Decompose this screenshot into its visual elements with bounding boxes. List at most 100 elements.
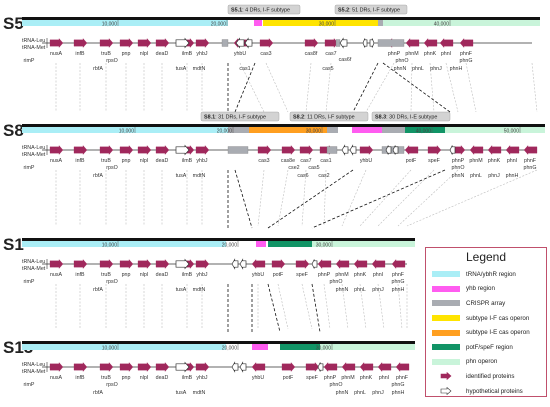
gene-label: phnF — [392, 272, 405, 278]
track-label-s1: S1 — [3, 235, 24, 254]
legend-swatch — [432, 300, 460, 307]
gene-label: rpsO — [106, 58, 117, 64]
gene-label: cas1 — [239, 66, 250, 72]
connector-line — [341, 283, 349, 330]
gene-label: phnL — [470, 173, 482, 179]
ruler-bar — [22, 124, 545, 127]
legend-item: phn operon — [426, 355, 546, 370]
gene-label: tusA — [176, 287, 187, 293]
legend-item: CRISPR array — [426, 296, 546, 311]
connector-line — [301, 283, 313, 330]
gene-label: infB — [75, 272, 85, 278]
trna-label: tRNA-Leu — [22, 145, 45, 151]
legend-label: subtype I-E cas operon — [466, 329, 530, 337]
gene-label: truB — [101, 158, 111, 164]
gene-arrow — [257, 145, 272, 155]
gene-label: phnH — [392, 287, 405, 293]
gene-label: phnL — [412, 66, 424, 72]
ruler-tick-label: 40,000 — [434, 22, 450, 28]
gene-label: phnI — [507, 158, 517, 164]
gene-label: nlpI — [140, 375, 149, 381]
connector-line — [359, 169, 412, 227]
gene-label: phnN — [394, 66, 407, 72]
trna-label: tRNA-Met — [22, 266, 46, 272]
connector-line — [323, 169, 327, 227]
gene-label: cas3 — [260, 51, 271, 57]
hypothetical-arrow — [449, 145, 456, 155]
legend-label: hypothetical proteins — [466, 387, 523, 395]
gene-label: mdtN — [193, 390, 206, 396]
gene-arrow — [155, 259, 170, 269]
gene-label: phnG — [524, 165, 537, 171]
connector-line — [305, 62, 312, 113]
connector-line — [265, 62, 289, 113]
gene-label: cas6f — [339, 57, 352, 63]
ruler-tick-label: 30,000 — [306, 129, 322, 135]
ruler-tick-label: 20,000 — [217, 129, 233, 135]
gene-label: phnP — [318, 272, 331, 278]
connector-line — [359, 283, 367, 330]
legend-item: subtype I-E cas operon — [426, 325, 546, 340]
gene-label: cas5 — [308, 165, 319, 171]
gene-label: yhbU — [360, 158, 373, 164]
legend-label: phn operon — [466, 358, 498, 366]
gene-label: cas8e — [281, 158, 295, 164]
gene-label: phnJ — [372, 287, 384, 293]
gene-arrow — [423, 38, 438, 48]
gene-arrow — [427, 145, 442, 155]
connector-line — [277, 283, 289, 330]
gene-label: truB — [101, 375, 111, 381]
identified-protein-arrow-icon — [440, 372, 452, 381]
boundary-dash-line — [352, 62, 379, 113]
gene-label: cas5 — [322, 66, 333, 72]
crispr-annotation-text: S5.1: 4 DRs, I-F subtype — [231, 8, 290, 14]
gene-arrow — [119, 145, 134, 155]
crispr-annotation-text: S8.3: 30 DRs, I-E subtype — [375, 115, 437, 121]
boundary-dash-line — [267, 283, 281, 333]
gene-label: phnM — [469, 158, 482, 164]
region-band-crispr — [228, 127, 249, 133]
gene-arrow — [195, 362, 210, 372]
gene-label: pnp — [122, 272, 131, 278]
gene-arrow — [49, 362, 64, 372]
gene-label: phnI — [441, 51, 451, 57]
boundary-dash-line — [311, 169, 446, 229]
gene-arrow — [49, 259, 64, 269]
region-band-yhb — [254, 20, 262, 26]
gene-label: phnG — [392, 382, 405, 388]
crispr-annotation-box — [200, 111, 280, 122]
gene-label: speF — [296, 272, 309, 278]
gene-label: yhbJ — [196, 158, 208, 164]
gene-arrow — [335, 259, 350, 269]
hypothetical-arrow — [175, 361, 190, 373]
gene-label: tusA — [176, 173, 187, 179]
legend-swatch — [432, 329, 460, 336]
gene-label: phnG — [460, 58, 473, 64]
gene-label: nlpI — [140, 51, 149, 57]
gene-label: ilmB — [182, 51, 193, 57]
gene-label: phnJ — [430, 66, 442, 72]
gene-label: phnK — [360, 375, 373, 381]
region-band-pot — [405, 127, 445, 133]
gene-label: phnM — [405, 51, 418, 57]
gene-label: phnN — [336, 390, 349, 396]
gene-arrow — [99, 38, 114, 48]
gene-arrow — [304, 38, 319, 48]
gene-arrow — [73, 259, 88, 269]
region-band-tRNA — [22, 127, 228, 133]
gene-label: rbfA — [93, 287, 103, 293]
gene-arrow — [487, 145, 502, 155]
hypothetical-arrow — [392, 145, 399, 155]
gene-arrow — [459, 38, 474, 48]
gene-label: phnN — [452, 173, 465, 179]
gene-arrow — [155, 38, 170, 48]
gene-label: rimP — [24, 279, 35, 285]
gene-label: nlpI — [140, 158, 149, 164]
gene-arrow — [469, 145, 484, 155]
region-band-yhb — [352, 127, 382, 133]
region-band-IF — [263, 20, 378, 26]
ruler-tick-label: 40,000 — [416, 129, 432, 135]
crispr-annotation-id: S8.1 — [204, 115, 215, 121]
